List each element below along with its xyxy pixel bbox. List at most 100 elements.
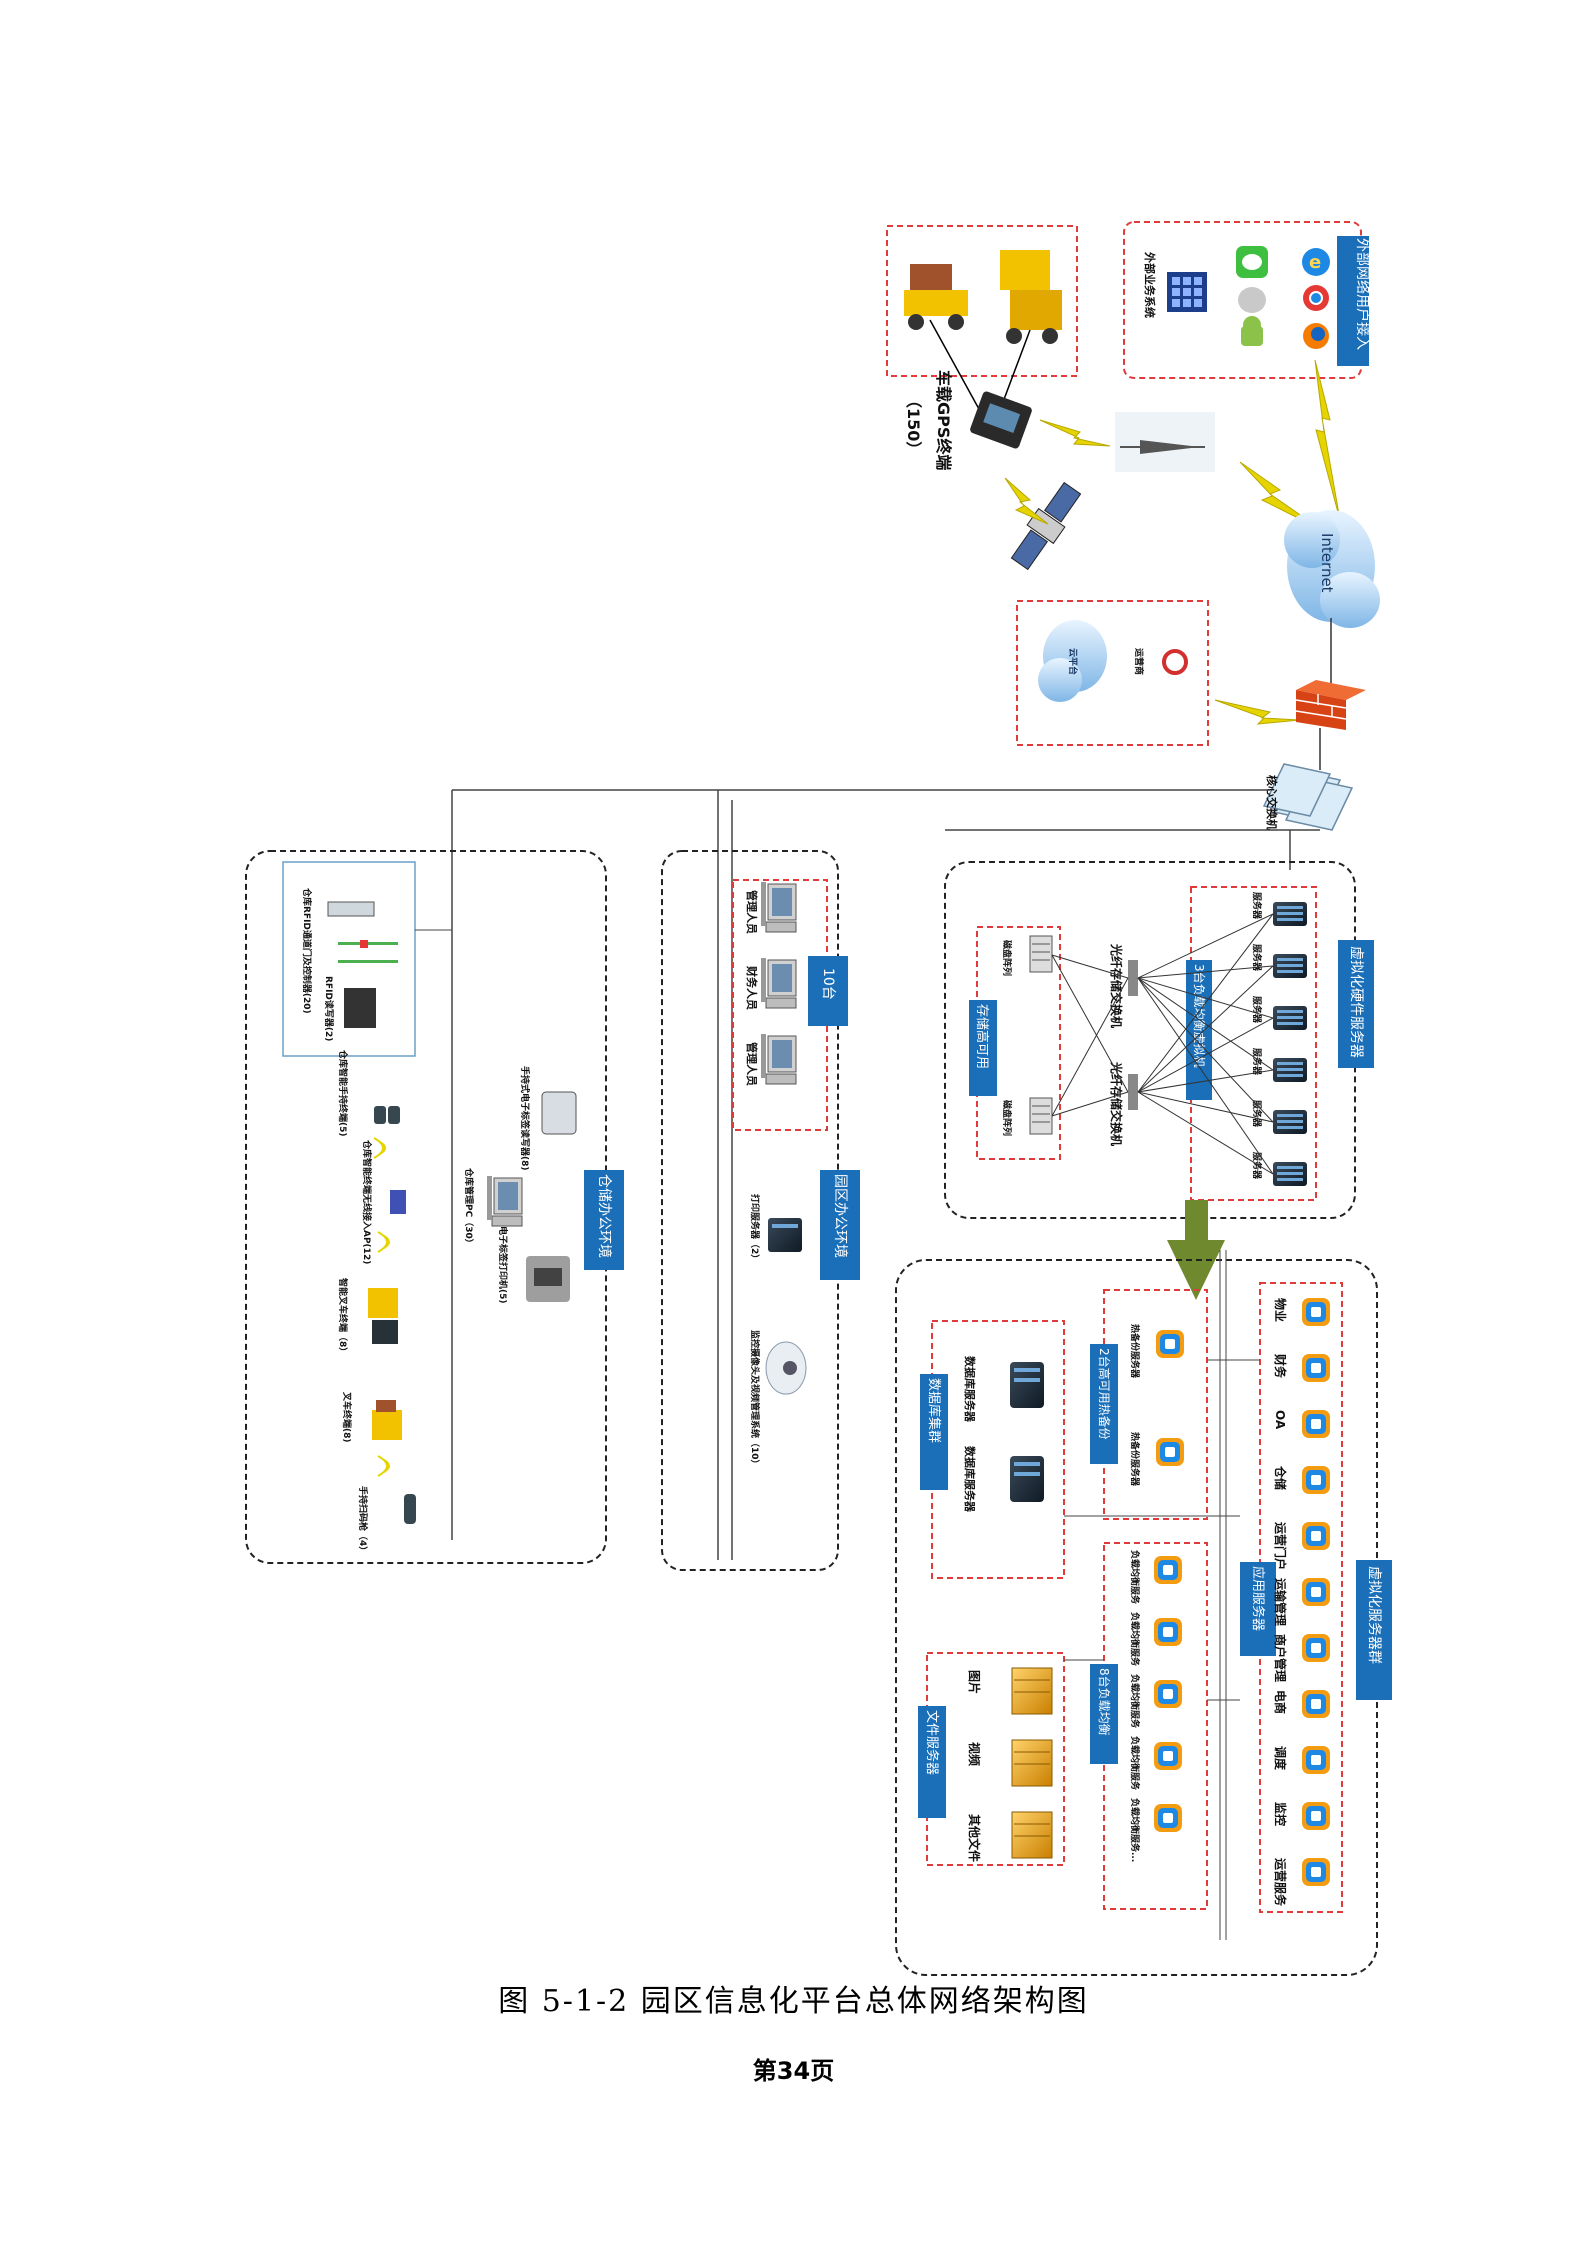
app-server-tag: 应用服务器 [1250,1566,1266,1631]
ap-icon [390,1190,406,1214]
office-pc-label: 财务人员 [745,965,759,1010]
figure-caption: 图 5-1-2 园区信息化平台总体网络架构图 [498,1984,1089,2019]
rfid-box-label-2: RFID读写器(2) [323,976,335,1041]
hardware-server-icon [1273,1162,1307,1186]
app-server-icon [1302,1522,1330,1550]
rfid-box-label-1: 仓库RFID通道门及控制器(20) [301,887,313,1014]
file-server-title: 文件服务器 [924,1710,940,1775]
office-pc-label: 管理人员 [745,890,759,934]
scanner-icon [404,1494,416,1524]
hardware-server-icon [1273,902,1307,926]
gps-terminal-icon [970,391,1032,449]
app-server-label: 运营服务 [1273,1858,1288,1907]
app-server-icon [1302,1578,1330,1606]
app-server-icon [1302,1410,1330,1438]
ap-reader-label: 仓库智能手持终端(5) [337,1049,349,1137]
operator-icon [1162,649,1188,675]
db-server-icon-1 [1010,1362,1044,1408]
gps-label: 车载GPS终端 [934,370,953,470]
core-switch-label: 核心交换机 [1265,775,1279,830]
wifi-icon-2 [377,1231,390,1253]
load-balancer-icon [1154,1680,1182,1708]
app-server-label: 物业 [1273,1298,1288,1322]
apple-icon [1238,287,1266,313]
fiber-switch-1 [1128,960,1138,996]
hardware-server-icon [1273,1058,1307,1082]
app-server-label: 财务 [1273,1353,1288,1379]
print-server-icon [768,1218,802,1252]
load-balancer-icon [1154,1556,1182,1584]
gps-vehicle-box [886,225,1078,421]
app-server-label: 运输管理 [1273,1578,1288,1626]
fiber-switch-label-2: 光纤存储交换机 [1109,1061,1124,1146]
keypad-icon [1167,272,1207,312]
office-pc-icon [760,881,797,933]
printer-label: 打印服务器（2） [749,1194,761,1263]
cell-tower-icon [1115,412,1215,472]
wechat-icon [1236,246,1268,278]
file-server-icon [1011,1667,1053,1715]
lb8-title: 8台负载均衡 [1097,1668,1112,1736]
virtual-server-cluster: 虚拟化服务器群 应用服务器 物业财务OA仓储运营门户运输管理商户管理电商调度监控… [895,1250,1392,1976]
hardware-server-label: 服务器 [1251,944,1263,972]
hot-standby-label: 热备份服务器 [1129,1432,1141,1487]
hot-standby-title: 2台高可用热备份 [1097,1348,1112,1440]
outer-users-title: 外部网络用户接入 [1354,238,1371,350]
app-server-label: 调度 [1273,1746,1288,1771]
park-office-title: 园区办公环境 [832,1174,848,1258]
ie-icon: e [1302,248,1330,276]
disk-array-icon-2 [1029,1097,1053,1135]
cloud-label: 云平台 [1067,648,1079,675]
db-label-2: 数据库服务器 [963,1446,977,1513]
app-server-label: 商户管理 [1273,1634,1288,1682]
rfid-gate-icon [327,901,398,963]
svg-text:e: e [1309,252,1321,273]
hardware-server-icon [1273,1006,1307,1030]
hot-standby-icon [1156,1438,1184,1466]
office-pc-icon [760,957,797,1009]
file-server-icon [1011,1739,1053,1787]
app-server-icon [1302,1858,1330,1886]
handheld-reader-icon [541,1091,577,1135]
firewall-icon [1295,680,1366,730]
label-printer-icon [526,1256,570,1302]
lb8-list: 负载均衡服务负载均衡服务负载均衡服务负载均衡服务负载均衡服务... [1129,1550,1182,1862]
camera-label: 监控摄像头及视频管理系统（10） [749,1330,761,1469]
load-balancer-label: 负载均衡服务 [1129,1550,1141,1605]
park-count-tag: 10台 [820,968,836,1000]
reader-label: 手持式电子标签读写器(8) [519,1066,531,1171]
office-pc-label: 管理人员 [745,1042,759,1086]
outside-system-label: 外部业务系统 [1143,251,1157,318]
warehouse-office-box: 仓储办公环境 仓库RFID通道门及控制器(20) RFID读写器(2) 仓库管理… [245,850,624,1564]
load-balancer-label: 负载均衡服务 [1129,1612,1141,1667]
forklift-label-2: 叉车终端(8) [341,1391,353,1443]
hardware-server-label: 服务器 [1251,1100,1263,1128]
internet-label: Internet [1318,533,1336,593]
warehouse-pc-icon [486,1175,523,1227]
truck-icon [1000,250,1062,344]
hardware-server-icon [1273,1110,1307,1134]
virtual-hardware-cluster: 虚拟化硬件服务器 存储高可用 磁盘阵列 磁盘阵列 光纤存储交换机 光纤存储交换机… [944,861,1374,1219]
hardware-server-icon [1273,954,1307,978]
forklift-icon [904,264,968,330]
app-server-icon [1302,1354,1330,1382]
disk-array-icon-1 [1029,935,1053,973]
fiber-switch-label-1: 光纤存储交换机 [1109,943,1124,1028]
forklift-terminal-icon-2 [372,1400,402,1440]
storage-links [1051,954,1129,1117]
fiber-switch-2 [1128,1074,1138,1110]
flow-arrow-icon [1167,1200,1225,1300]
rfid-reader-icon [344,988,376,1028]
app-server-label: 运营门户 [1273,1522,1288,1570]
outer-users-box: 外部网络用户接入 外部业务系统 e [1123,221,1371,379]
file-server-label: 图片 [967,1670,982,1694]
ap-label: 仓库智能终端无线接入AP(12) [361,1139,373,1264]
app-server-label: 电商 [1273,1690,1288,1714]
app-server-label: 监控 [1273,1802,1288,1826]
app-server-icon [1302,1634,1330,1662]
